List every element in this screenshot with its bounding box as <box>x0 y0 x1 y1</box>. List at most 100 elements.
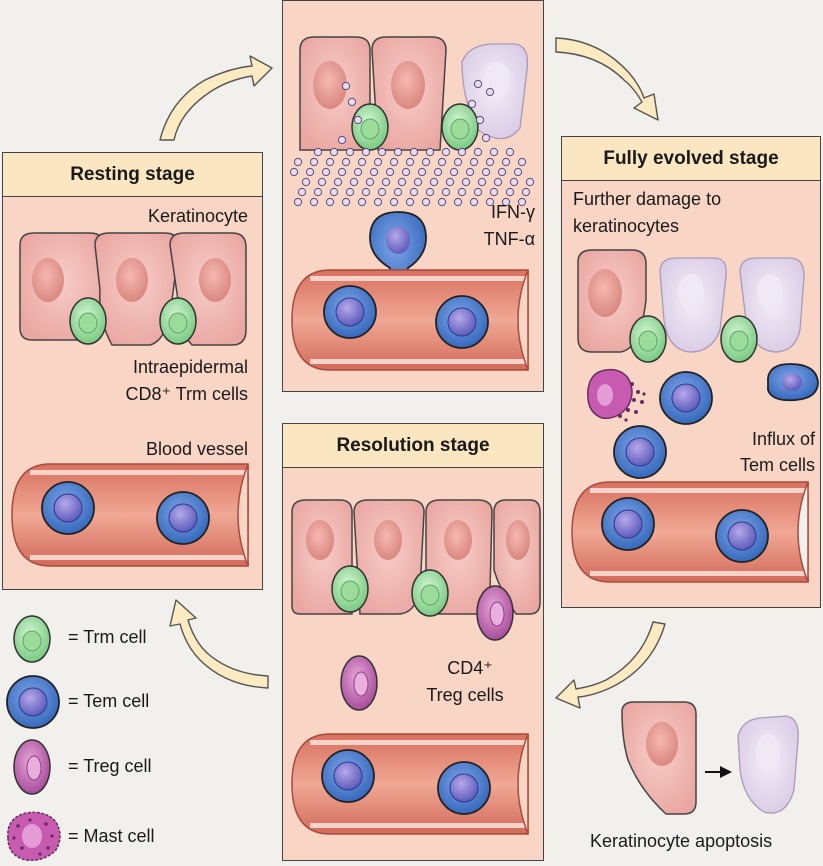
apoptotic-keratinocyte-icon <box>737 715 799 814</box>
trm-cell-icon <box>13 615 51 663</box>
apoptosis-arrow-icon <box>705 766 732 778</box>
cytokine-particle <box>377 187 387 197</box>
migrating-tem-cell <box>369 211 427 296</box>
cytokine-particle <box>467 99 477 109</box>
cytokine-particle <box>517 197 527 207</box>
early-trm-cell-1 <box>351 103 389 151</box>
cytokine-particle <box>461 177 471 187</box>
cytokine-particle <box>409 147 419 157</box>
cytokine-particle <box>469 197 479 207</box>
cd4-label: CD4⁺ <box>447 658 493 678</box>
cytokine-particle <box>457 187 467 197</box>
evolved-tem-cell-1 <box>659 371 713 425</box>
cytokine-particle <box>309 197 319 207</box>
cytokine-particle <box>405 157 415 167</box>
cytokine-particles <box>289 79 535 207</box>
further-damage-label: Further damage to <box>573 189 722 209</box>
cytokine-particle <box>377 147 387 157</box>
cytokine-particle <box>309 157 319 167</box>
cytokine-particle <box>425 187 435 197</box>
cytokine-particle <box>393 147 403 157</box>
cytokine-particle <box>401 167 411 177</box>
early-tem-cell-2 <box>435 295 489 349</box>
cytokine-particle <box>313 187 323 197</box>
cytokine-particle <box>405 197 415 207</box>
cytokine-particle <box>345 187 355 197</box>
cytokine-particle <box>475 115 485 125</box>
treg-cells-label: Treg cells <box>426 685 504 705</box>
cytokine-particle <box>353 115 363 125</box>
early-keratinocytes <box>299 36 529 151</box>
cytokine-particle <box>417 167 427 177</box>
cytokine-particle <box>473 147 483 157</box>
cytokine-particle <box>525 177 535 187</box>
cytokine-particle <box>489 187 499 197</box>
cytokine-particle <box>485 87 495 97</box>
cytokine-particle <box>397 177 407 187</box>
evolved-tem-cell-entering <box>767 363 819 402</box>
cytokine-particle <box>413 177 423 187</box>
resolution-trm-cell-2 <box>411 569 449 617</box>
cytokine-particle <box>509 177 519 187</box>
resting-trm-cell-2 <box>159 297 197 345</box>
cytokine-particle <box>325 157 335 167</box>
cd8-trm-label: CD8⁺ Trm cells <box>125 384 248 404</box>
legend-treg-label: = Treg cell <box>68 756 152 776</box>
cytokine-particle <box>329 187 339 197</box>
cytokine-particle <box>345 147 355 157</box>
resting-tem-cell-2 <box>156 491 210 545</box>
cytokine-particle <box>513 167 523 177</box>
cytokine-particle <box>389 197 399 207</box>
cytokine-particle <box>517 157 527 167</box>
cytokine-particle <box>453 157 463 167</box>
resolution-tem-cell-1 <box>321 749 375 803</box>
cytokine-particle <box>441 147 451 157</box>
cytokine-particle <box>329 147 339 157</box>
resting-tem-cell-1 <box>41 481 95 535</box>
cytokine-particle <box>425 147 435 157</box>
resolution-treg-cell-2 <box>340 655 378 711</box>
cytokine-particle <box>421 157 431 167</box>
resting-trm-cell-1 <box>69 297 107 345</box>
cytokine-particle <box>385 167 395 177</box>
cytokine-particle <box>437 157 447 167</box>
legend-tem-label: = Tem cell <box>68 691 150 711</box>
keratinocyte-label: Keratinocyte <box>147 206 248 226</box>
resting-keratinocytes <box>19 232 247 346</box>
resolution-treg-cell-1 <box>476 585 514 641</box>
cytokine-particle <box>477 177 487 187</box>
arrow-resolution-to-resting <box>169 599 269 689</box>
cytokine-particle <box>317 177 327 187</box>
legend-trm-label: = Trm cell <box>68 627 147 647</box>
tem-cell-icon <box>6 675 60 729</box>
cytokine-particle <box>521 187 531 197</box>
cytokine-particle <box>449 167 459 177</box>
evolved-keratinocytes <box>577 249 805 353</box>
early-tem-cell-1 <box>323 285 377 339</box>
cytokine-particle <box>457 147 467 157</box>
cytokine-particle <box>357 197 367 207</box>
cytokine-particle <box>465 167 475 177</box>
cytokine-particle <box>381 177 391 187</box>
cytokine-particle <box>453 197 463 207</box>
evolved-tem-cell-4 <box>715 509 769 563</box>
cytokine-particle <box>341 197 351 207</box>
mast-cell-icon <box>7 811 61 862</box>
cytokine-particle <box>389 157 399 167</box>
cytokine-particle <box>357 157 367 167</box>
keratinocyte-apoptosis-label: Keratinocyte apoptosis <box>590 831 773 851</box>
cytokine-particle <box>373 197 383 207</box>
cytokine-particle <box>501 197 511 207</box>
resting-stage-title: Resting stage <box>3 153 262 197</box>
cytokine-particle <box>349 177 359 187</box>
fully-evolved-stage-title: Fully evolved stage <box>562 137 820 181</box>
evolved-tem-cell-2 <box>613 425 667 479</box>
healthy-keratinocyte-icon <box>621 701 697 815</box>
cytokine-particle <box>325 197 335 207</box>
resolution-tem-cell-2 <box>437 761 491 815</box>
cytokine-particle <box>501 157 511 167</box>
cytokine-particle <box>421 197 431 207</box>
cytokine-particle <box>505 187 515 197</box>
cytokine-particle <box>473 187 483 197</box>
cytokine-particle <box>409 187 419 197</box>
